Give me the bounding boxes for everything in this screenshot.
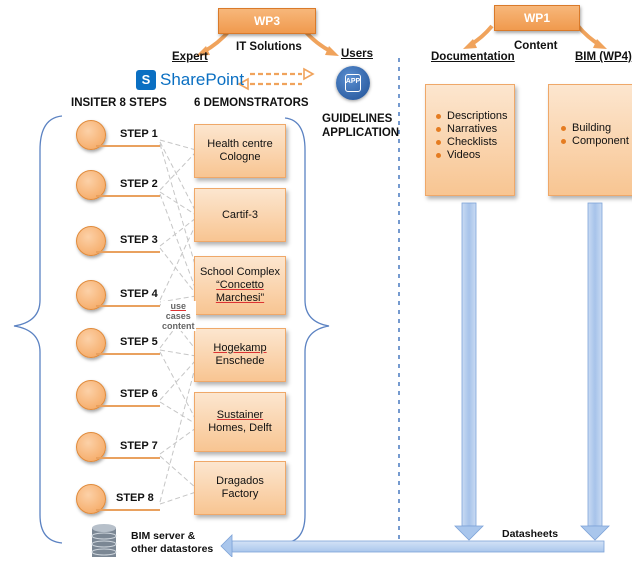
step-label: STEP 7 (120, 440, 158, 452)
step-underline (96, 251, 160, 253)
step-label: STEP 2 (120, 178, 158, 190)
wp1-box: WP1 (494, 5, 580, 31)
guidelines-application-label: GUIDELINES APPLICATION (322, 113, 400, 139)
demonstrator-sustainer-homes: Sustainer Homes, Delft (194, 392, 286, 452)
step-underline (96, 457, 160, 459)
step-underline (96, 405, 160, 407)
sharepoint-app-dashed-arrow (250, 72, 302, 86)
sharepoint-icon: S (136, 70, 156, 90)
demonstrators-header: 6 DEMONSTRATORS (194, 97, 309, 109)
step-underline (96, 305, 160, 307)
datasheets-left-arrow (220, 534, 605, 557)
demonstrator-dragados: Dragados Factory (194, 461, 286, 515)
bim-item: Component (561, 135, 632, 148)
step-label: STEP 5 (120, 336, 158, 348)
bim-server-label: BIM server & other datastores (131, 530, 214, 555)
bim-down-arrow (580, 202, 610, 541)
documentation-item: Descriptions (436, 110, 514, 123)
wp3-box: WP3 (218, 8, 316, 34)
content-label: Content (514, 40, 558, 52)
demonstrator-hogekamp: Hogekamp Enschede (194, 328, 286, 382)
right-curly-brace (284, 117, 330, 544)
app-icon: APP (336, 66, 370, 100)
documentation-item: Narratives (436, 123, 514, 136)
wp1-label: WP1 (523, 11, 550, 25)
demonstrator-health-centre: Health centre Cologne (194, 124, 286, 178)
step-underline (96, 509, 160, 511)
documentation-item: Checklists (436, 136, 514, 149)
steps-header: INSITER 8 STEPS (71, 97, 167, 109)
step-underline (96, 145, 160, 147)
step-label: STEP 1 (120, 128, 158, 140)
demonstrator-school-complex: School Complex “Concetto Marchesi” (194, 256, 286, 315)
wp3-label: WP3 (253, 14, 280, 28)
bim-item: Building (561, 122, 632, 135)
sharepoint-logo-text: SharePoint (160, 70, 245, 89)
documentation-item: Videos (436, 149, 514, 162)
step-underline (96, 195, 160, 197)
demonstrator-cartif: Cartif-3 (194, 188, 286, 242)
documentation-down-arrow (454, 202, 484, 541)
documentation-header: Documentation (431, 51, 515, 63)
step-label: STEP 8 (116, 492, 154, 504)
users-label: Users (341, 48, 373, 60)
use-cases-content-label: use cases content (161, 301, 196, 331)
bim-header: BIM (WP4) (575, 51, 632, 63)
datasheets-label: Datasheets (502, 528, 559, 540)
it-solutions-label: IT Solutions (236, 41, 302, 53)
step-label: STEP 3 (120, 234, 158, 246)
step-label: STEP 6 (120, 388, 158, 400)
step-label: STEP 4 (120, 288, 158, 300)
left-curly-brace (13, 115, 63, 544)
expert-label: Expert (172, 51, 208, 63)
step-underline (96, 353, 160, 355)
database-icon (91, 523, 117, 557)
